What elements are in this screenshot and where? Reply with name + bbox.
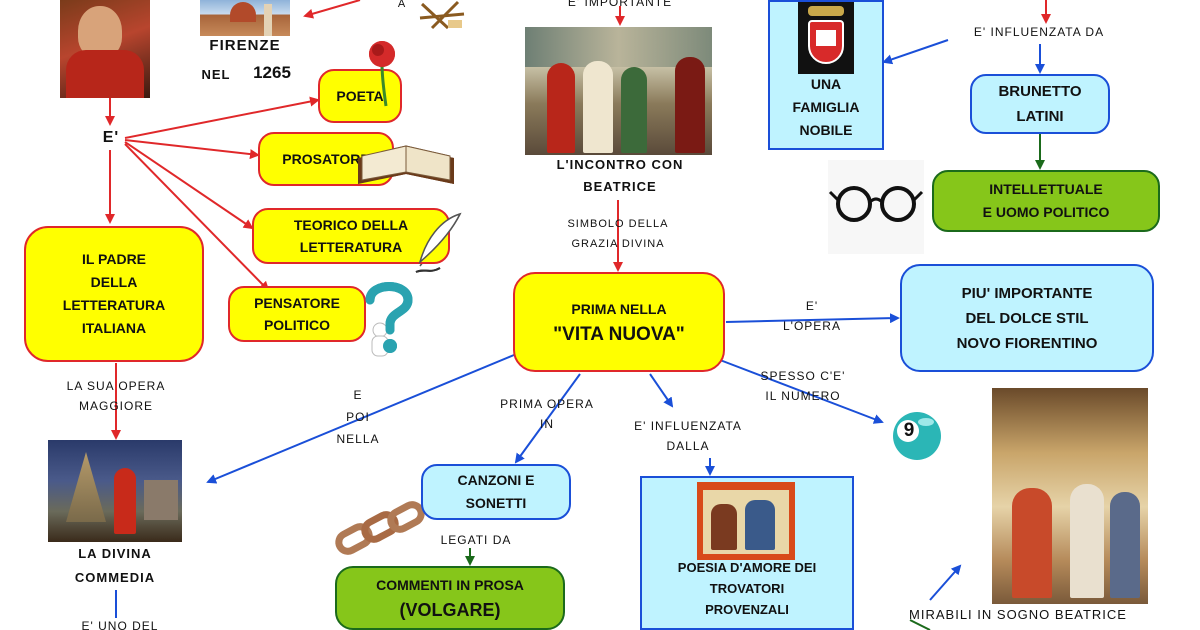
arrow-vita-to-divina <box>206 354 515 484</box>
book-icon <box>354 140 460 190</box>
firenze-label: FIRENZE <box>209 37 281 54</box>
arrow-vita-to-nine <box>719 359 884 424</box>
arrow-e-to-prosatore <box>124 139 260 160</box>
incontro-painting <box>525 27 712 155</box>
rose-icon <box>360 38 406 108</box>
dante-portrait <box>60 0 150 98</box>
florence-photo <box>200 0 290 36</box>
arrow-to-bottom-right <box>909 619 931 630</box>
divina-commedia-painting <box>48 440 182 542</box>
coat-of-arms-icon <box>798 2 854 74</box>
vita-nuova-box: PRIMA NELLA "VITA NUOVA" <box>513 272 725 372</box>
arrow-vita-to-canzoni <box>514 373 581 464</box>
arrow-e-to-pensatore <box>124 143 270 292</box>
influenzata-da-label: E' INFLUENZATA DA <box>973 25 1105 39</box>
quill-icon <box>410 210 466 276</box>
e-uno-label: E' UNO DEL <box>81 619 159 630</box>
arrow-e-to-teorico <box>124 141 254 230</box>
easel-icon <box>418 0 470 32</box>
spesso-label: SPESSO C'E'IL NUMERO <box>760 369 846 403</box>
year-label: 1265 <box>253 63 291 82</box>
arrow-vita-to-poesia <box>649 373 674 408</box>
glasses-icon <box>828 160 924 254</box>
top-a-label: A <box>397 0 407 10</box>
arrow-to-sogno <box>929 564 962 601</box>
arrow-vita-to-piu <box>725 313 900 324</box>
legati-label: LEGATI DA <box>440 533 512 547</box>
poeta-box: POETA <box>318 69 402 123</box>
arrow-top-to-firenze <box>303 0 361 19</box>
nine-label: 9 <box>903 420 915 441</box>
troubadour-painting <box>697 482 795 560</box>
arrow-to-famiglia <box>882 39 949 65</box>
e-opera-label: E'L'OPERA <box>783 299 841 333</box>
billiard-ball-icon <box>888 410 946 462</box>
mirabili-label: MIRABILI IN SOGNO BEATRICE <box>909 607 1127 622</box>
question-thinker-icon <box>360 280 418 360</box>
e-center-label: E' <box>102 129 120 146</box>
arrow-e-to-poeta <box>124 96 320 139</box>
top-importante-label: E' IMPORTANTE <box>567 0 673 9</box>
sogno-painting <box>992 388 1148 604</box>
partial-red-shape <box>244 624 304 630</box>
nel-label: NEL <box>201 67 231 82</box>
chain-icon <box>332 500 432 566</box>
commenti-box: COMMENTI IN PROSA (VOLGARE) <box>335 566 565 630</box>
